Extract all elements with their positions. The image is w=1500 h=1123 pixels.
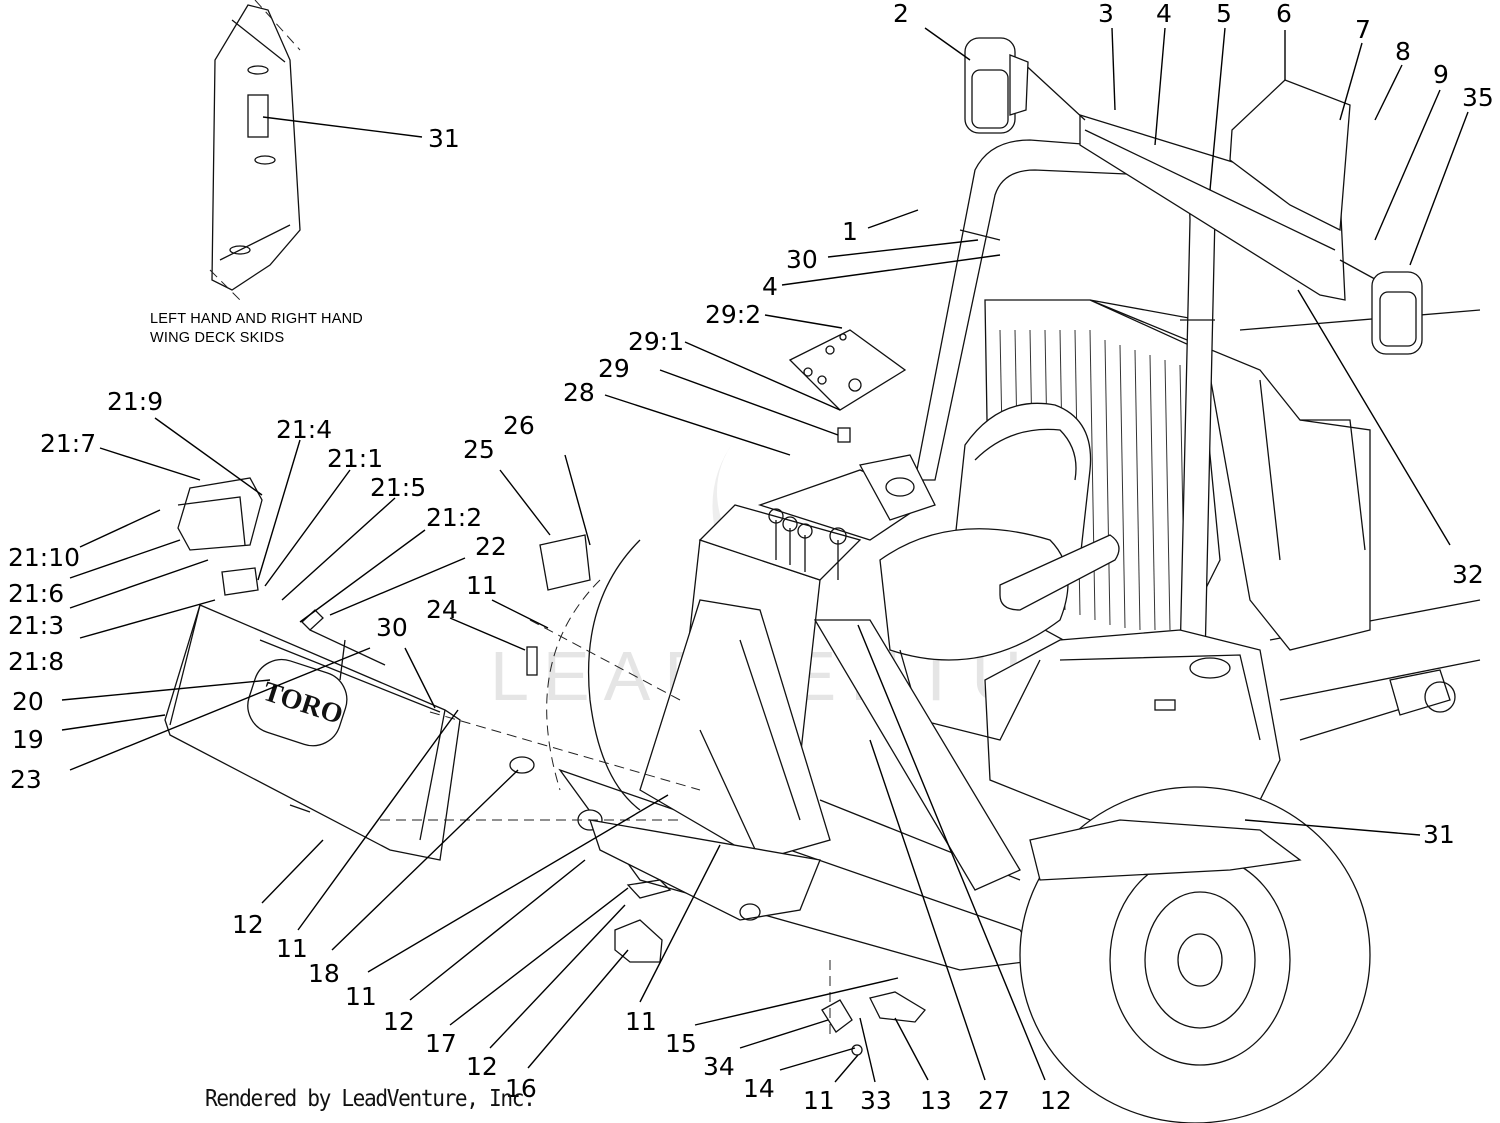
callout-13: 13 [920, 1086, 952, 1115]
callout-9: 9 [1433, 60, 1449, 89]
callout-32: 32 [1452, 560, 1484, 589]
callout-21-8: 21:8 [8, 647, 64, 676]
callout-16: 16 [505, 1074, 537, 1103]
leader-lines [61, 27, 1469, 1083]
callout-23: 23 [10, 765, 42, 794]
callout-12d: 12 [1040, 1086, 1072, 1115]
callout-12b: 12 [383, 1007, 415, 1036]
callout-2: 2 [893, 0, 909, 28]
callout-35: 35 [1462, 83, 1494, 112]
callout-11b: 11 [276, 934, 308, 963]
callout-6: 6 [1276, 0, 1292, 28]
callout-11d: 11 [625, 1007, 657, 1036]
callout-21-9: 21:9 [107, 387, 163, 416]
callout-30b: 30 [376, 613, 408, 642]
callout-11c: 11 [345, 982, 377, 1011]
callout-27: 27 [978, 1086, 1010, 1115]
callout-24: 24 [426, 595, 458, 624]
work-light-right [1371, 271, 1423, 355]
render-credit: Rendered by LeadVenture, Inc. [205, 1086, 536, 1112]
callout-22: 22 [475, 532, 507, 561]
callout-21-4: 21:4 [276, 415, 332, 444]
callout-12c: 12 [466, 1052, 498, 1081]
rear-wheel [1019, 786, 1371, 1123]
machine-artwork: TORO [164, 0, 1481, 1123]
callout-31b: 31 [1423, 820, 1455, 849]
callout-25: 25 [463, 435, 495, 464]
wing-deck-skid [209, 0, 301, 301]
callout-17: 17 [425, 1029, 457, 1058]
callout-18: 18 [308, 959, 340, 988]
callout-12: 12 [232, 910, 264, 939]
callout-26: 26 [503, 411, 535, 440]
operator-seat [879, 402, 1120, 741]
callout-19: 19 [12, 725, 44, 754]
skid-note-line-1: LEFT HAND AND RIGHT HAND [150, 311, 363, 327]
tail-light-assembly [177, 477, 386, 666]
callout-21-2: 21:2 [426, 503, 482, 532]
callout-14: 14 [743, 1074, 775, 1103]
callout-11e: 11 [803, 1086, 835, 1115]
callout-labels: 2 3 4 5 6 7 8 9 35 31 1 30 4 29:2 29:1 2… [8, 0, 1494, 1115]
callout-30: 30 [786, 245, 818, 274]
callout-1: 1 [842, 217, 858, 246]
callout-15: 15 [665, 1029, 697, 1058]
callout-31: 31 [428, 124, 460, 153]
callout-21-1: 21:1 [327, 444, 383, 473]
skid-note-line-2: WING DECK SKIDS [150, 330, 285, 346]
callout-21-6: 21:6 [8, 579, 64, 608]
callout-34: 34 [703, 1052, 735, 1081]
callout-3: 3 [1098, 0, 1114, 28]
callout-21-10: 21:10 [8, 543, 80, 572]
callout-11: 11 [466, 571, 498, 600]
work-light-left [964, 37, 1029, 134]
callout-29-2: 29:2 [705, 300, 761, 329]
callout-21-3: 21:3 [8, 611, 64, 640]
callout-8: 8 [1395, 37, 1411, 66]
callout-4b: 4 [762, 272, 778, 301]
callout-5: 5 [1216, 0, 1232, 28]
callout-28: 28 [563, 378, 595, 407]
callout-33: 33 [860, 1086, 892, 1115]
skid-note: LEFT HAND AND RIGHT HAND WING DECK SKIDS [150, 310, 363, 348]
callout-4: 4 [1156, 0, 1172, 28]
callout-7: 7 [1355, 15, 1371, 44]
callout-21-5: 21:5 [370, 473, 426, 502]
callout-20: 20 [12, 687, 44, 716]
left-shroud: TORO [164, 604, 461, 861]
callout-21-7: 21:7 [40, 429, 96, 458]
callout-29-1: 29:1 [628, 327, 684, 356]
callout-29: 29 [598, 354, 630, 383]
